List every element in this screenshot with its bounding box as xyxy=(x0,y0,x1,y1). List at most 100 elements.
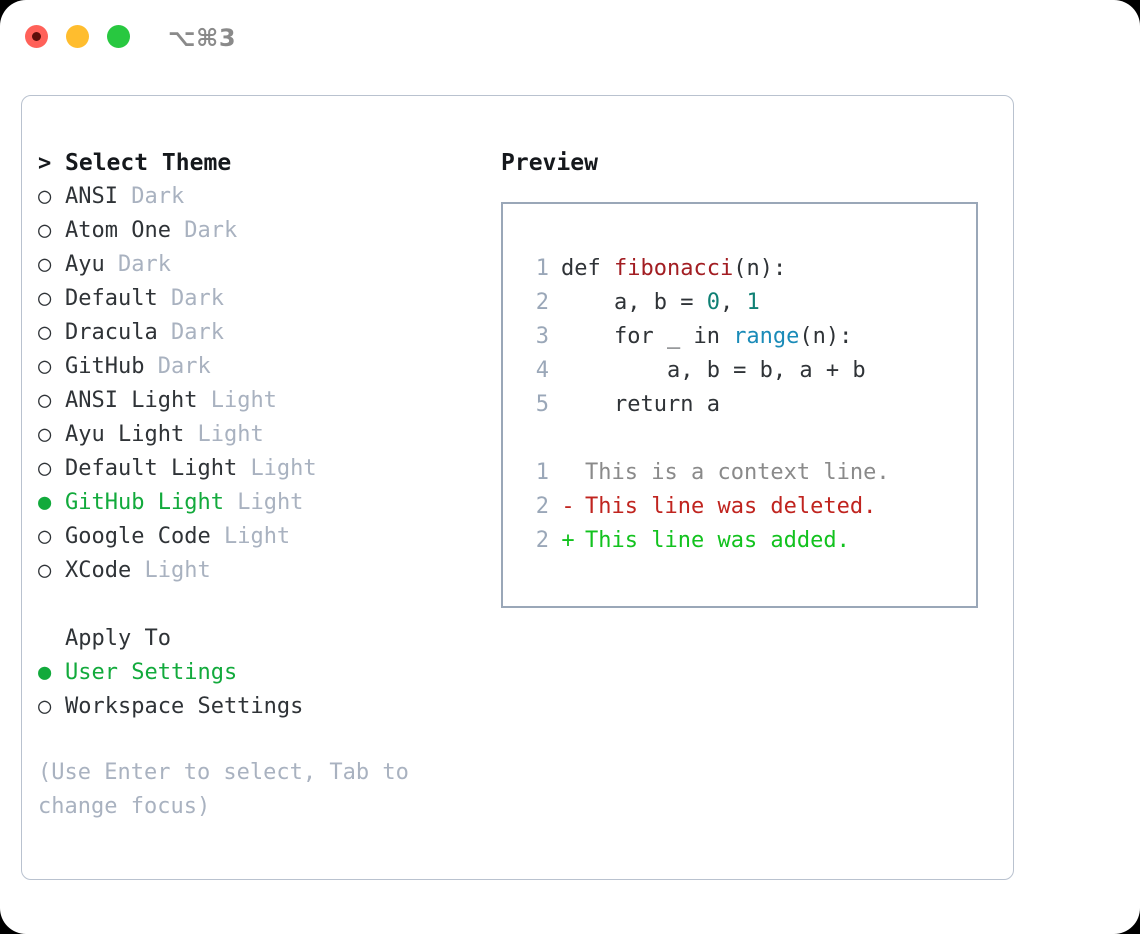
theme-name: Ayu Light xyxy=(65,422,185,447)
apply-to-option-label: User Settings xyxy=(65,660,238,685)
diff-text: This is a context line. xyxy=(585,460,890,485)
radio-unselected-icon[interactable]: ○ xyxy=(38,184,52,209)
radio-selected-icon[interactable]: ● xyxy=(38,490,52,515)
diff-sign xyxy=(561,456,575,490)
code-token: fibonacci xyxy=(613,256,734,281)
theme-variant: Dark xyxy=(171,214,237,248)
theme-variant: Light xyxy=(224,486,303,520)
diff-sign-plus: + xyxy=(561,528,575,553)
diff-line-deleted: 2 - This line was deleted. xyxy=(503,490,976,524)
theme-name: GitHub xyxy=(65,354,145,379)
theme-list-item[interactable]: ○ ANSI Light Light xyxy=(38,384,478,418)
close-button-icon[interactable] xyxy=(25,25,48,48)
theme-name: XCode xyxy=(65,558,132,583)
traffic-light-buttons xyxy=(25,25,130,48)
code-content: for _ in range(n): xyxy=(561,320,852,354)
code-content: a, b = 0, 1 xyxy=(561,286,760,320)
diff-text: This line was added. xyxy=(585,528,850,553)
code-line: 2 a, b = 0, 1 xyxy=(503,286,976,320)
theme-list-item[interactable]: ○ XCode Light xyxy=(38,554,478,588)
apply-to-option-user-settings[interactable]: ● User Settings xyxy=(38,656,478,690)
radio-unselected-icon[interactable]: ○ xyxy=(38,252,52,277)
code-content: return a xyxy=(561,388,720,422)
code-token: def xyxy=(561,256,614,281)
theme-list-item[interactable]: ○ Atom One Dark xyxy=(38,214,478,248)
theme-variant: Dark xyxy=(158,282,224,316)
content-frame: > Select Theme ○ ANSI Dark ○ Atom One Da… xyxy=(21,95,1014,880)
theme-variant: Dark xyxy=(144,350,211,384)
radio-unselected-icon[interactable]: ○ xyxy=(38,218,52,243)
theme-list-item[interactable]: ○ Google Code Light xyxy=(38,520,478,554)
theme-name: Atom One xyxy=(65,218,171,243)
code-token: , xyxy=(719,290,747,315)
theme-variant: Dark xyxy=(158,316,224,350)
theme-name: ANSI Light xyxy=(65,388,198,413)
theme-variant: Light xyxy=(211,520,290,554)
theme-list-item[interactable]: ○ Default Dark xyxy=(38,282,478,316)
theme-list-item[interactable]: ○ Dracula Dark xyxy=(38,316,478,350)
theme-variant-text: Light xyxy=(210,388,277,413)
theme-list-item[interactable]: ○ Default Light Light xyxy=(38,452,478,486)
preview-box: 1 def fibonacci(n): 2 a, b = 0, 1 3 for … xyxy=(501,202,978,608)
page-title: Select Theme xyxy=(65,150,232,176)
apply-to-option-workspace-settings[interactable]: ○ Workspace Settings xyxy=(38,690,478,724)
radio-unselected-icon[interactable]: ○ xyxy=(38,694,52,719)
theme-variant: Light xyxy=(197,384,277,418)
code-line: 4 a, b = b, a + b xyxy=(503,354,976,388)
diff-sign-minus: - xyxy=(561,494,575,519)
theme-name: GitHub Light xyxy=(65,490,224,515)
theme-name: Default xyxy=(65,286,158,311)
theme-list-item-selected[interactable]: ● GitHub Light Light xyxy=(38,486,478,520)
radio-unselected-icon[interactable]: ○ xyxy=(38,286,52,311)
theme-list-header: > Select Theme xyxy=(38,146,478,180)
code-token: 1 xyxy=(746,290,760,315)
theme-variant: Dark xyxy=(118,180,184,214)
radio-selected-icon[interactable]: ● xyxy=(38,660,52,685)
maximize-button-icon[interactable] xyxy=(107,25,130,48)
theme-name: Dracula xyxy=(65,320,158,345)
theme-variant-text: Light xyxy=(144,558,211,583)
code-line: 5 return a xyxy=(503,388,976,422)
theme-variant-text: Light xyxy=(237,490,304,515)
radio-unselected-icon[interactable]: ○ xyxy=(38,524,52,549)
theme-variant-text: Dark xyxy=(170,320,224,345)
radio-unselected-icon[interactable]: ○ xyxy=(38,320,52,345)
line-number: 2 xyxy=(535,494,549,519)
theme-variant-text: Dark xyxy=(131,184,185,209)
theme-variant-text: Light xyxy=(223,524,291,549)
prompt-caret-icon: > xyxy=(38,151,52,176)
theme-list-item[interactable]: ○ Ayu Dark xyxy=(38,248,478,282)
code-line: 1 def fibonacci(n): xyxy=(503,252,976,286)
theme-variant: Light xyxy=(184,418,263,452)
title-bar: ⌥⌘3 xyxy=(0,0,1140,78)
radio-unselected-icon[interactable]: ○ xyxy=(38,558,52,583)
code-token: for _ in xyxy=(561,324,734,349)
radio-unselected-icon[interactable]: ○ xyxy=(38,456,52,481)
code-token: range xyxy=(733,324,800,349)
theme-list-item[interactable]: ○ Ayu Light Light xyxy=(38,418,478,452)
preview-title: Preview xyxy=(501,150,598,176)
theme-list-item[interactable]: ○ ANSI Dark xyxy=(38,180,478,214)
theme-variant-text: Dark xyxy=(157,354,211,379)
radio-unselected-icon[interactable]: ○ xyxy=(38,422,52,447)
line-number: 5 xyxy=(535,392,549,417)
diff-separator xyxy=(503,422,976,456)
radio-unselected-icon[interactable]: ○ xyxy=(38,388,52,413)
theme-variant-text: Light xyxy=(197,422,264,447)
theme-list-item[interactable]: ○ GitHub Dark xyxy=(38,350,478,384)
code-token: a, b = b, a + b xyxy=(561,358,866,383)
radio-unselected-icon[interactable]: ○ xyxy=(38,354,52,379)
line-number: 4 xyxy=(535,358,549,383)
theme-variant: Light xyxy=(237,452,316,486)
theme-name: ANSI xyxy=(65,184,118,209)
theme-variant: Light xyxy=(131,554,210,588)
diff-line-context: 1 This is a context line. xyxy=(503,456,976,490)
minimize-button-icon[interactable] xyxy=(66,25,89,48)
theme-variant-text: Light xyxy=(250,456,317,481)
code-token: a, b = xyxy=(561,290,707,315)
theme-variant-text: Dark xyxy=(184,218,238,243)
code-token: (n): xyxy=(733,256,787,281)
list-spacer xyxy=(38,588,478,622)
diff-line-added: 2 + This line was added. xyxy=(503,524,976,558)
